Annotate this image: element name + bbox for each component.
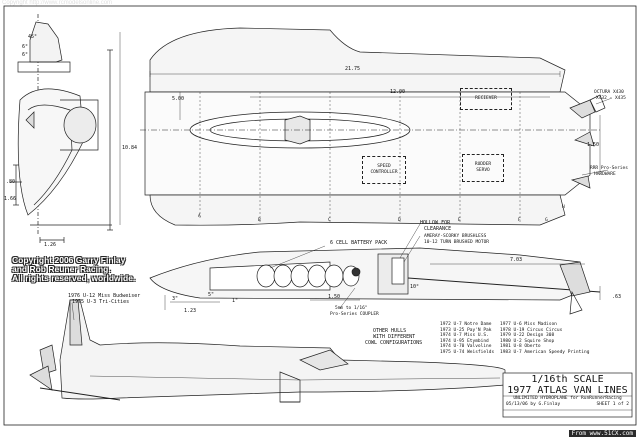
motor-label-2: 10-12 TURN BRUSHED MOTOR — [424, 240, 490, 245]
title-name: 1977 ATLAS VAN LINES — [507, 385, 628, 396]
station-c: C — [328, 218, 331, 223]
front-view — [10, 14, 113, 243]
footer-site-label: From www.51CX.com — [568, 430, 636, 437]
speed-controller-label-1: SPEED — [377, 164, 391, 169]
dim-label-5in: 5" — [208, 292, 215, 298]
top-view — [119, 27, 613, 226]
station-a: A — [198, 214, 201, 219]
hull-list-right: 1977 U-6 Miss Madison 1978 U-19 Circus C… — [500, 322, 589, 355]
dim-label-63: .63 — [612, 294, 622, 300]
rudder-servo-label-2: SERVO — [476, 168, 490, 173]
dim-label-height: 10.84 — [122, 145, 138, 151]
battery-label: 6 CELL BATTERY PACK — [330, 240, 388, 246]
dim-label-length: 21.75 — [345, 66, 361, 72]
station-e: E — [458, 218, 461, 223]
hull-list-item: 1980 U-2 Squire Shop — [500, 338, 555, 344]
dim-label-123: 1.23 — [184, 308, 197, 314]
station-f: F — [518, 218, 521, 223]
dim-label-150: 1.50 — [328, 294, 341, 300]
hull-list-item: 1979 U-22 Design 308 — [500, 333, 555, 338]
station-g: G — [545, 218, 548, 223]
hull-list-item: 1978 U-19 Circus Circus — [500, 327, 563, 333]
dim-label-small: 1.50 — [587, 142, 600, 148]
angle-label-6a: 6° — [22, 44, 29, 50]
title-block-frame — [502, 372, 633, 418]
copyright-line-1: Copyright 2006 Garry Finlay — [12, 255, 126, 265]
angle-label-6b: 6° — [22, 52, 29, 58]
motor-label-1: AMERAY-SCORKY BRUSHLESS — [424, 234, 487, 239]
watermark-url: Copyright http://www.rcmodelsonline.com — [2, 0, 113, 6]
coupler-label-2: Pro-Series COUPLER — [330, 312, 379, 317]
coupler-label-1: 5mm to 1/16" — [335, 306, 368, 311]
dim-label-width: 5.00 — [172, 96, 185, 102]
dim-label-126: 1.26 — [44, 242, 57, 248]
reciever-box: RECIEVER — [460, 88, 512, 110]
title-block: 1/16th SCALE 1977 ATLAS VAN LINES UNLIMI… — [503, 373, 632, 417]
dim-label-inner: 12.00 — [390, 89, 406, 95]
octura-label-1: OCTURA X430 — [594, 90, 624, 95]
dim-label-80: .80 — [6, 179, 16, 185]
hull-list-item: 1974 U-95 Etymbind — [440, 338, 489, 344]
rudder-servo-box: RUDDER SERVO — [462, 154, 504, 182]
reciever-label: RECIEVER — [475, 96, 497, 101]
other-hulls-1: OTHER HULLS — [373, 328, 407, 334]
title-footer-row: 05/13/06 by G.Finlay SHEET 1 of 2 — [503, 402, 632, 408]
dim-label-166: 1.66 — [4, 196, 17, 202]
copyright-line-2: and Rob Reuner Racing. — [12, 264, 111, 274]
rrr-label-2: HARDWARE — [594, 172, 616, 177]
angle-label-10: 10° — [410, 284, 420, 290]
title-sheet: SHEET 1 of 2 — [596, 402, 629, 407]
speed-controller-box: SPEED CONTROLLER — [362, 156, 406, 184]
dim-label-3in: 3" — [172, 296, 179, 302]
station-d: D — [398, 218, 401, 223]
hull-list-item: 1981 U-8 Oberto — [500, 344, 541, 349]
variant-line-1: 1976 U-12 Miss Budweiser — [68, 293, 141, 299]
title-scale: 1/16th SCALE — [531, 374, 604, 385]
variant-line-2: 1975 U-3 Tri-Cities — [72, 299, 130, 305]
other-hulls-3: COWL CONFIGURATIONS — [365, 340, 423, 346]
speed-controller-label-2: CONTROLLER — [370, 170, 398, 175]
battery-cells — [256, 264, 360, 288]
angle-label-45: 45° — [28, 34, 38, 40]
dim-label-1in: 1" — [232, 298, 239, 304]
hull-list-left: 1972 U-7 Notre Dame 1973 U-25 Pay'N Pak … — [440, 322, 494, 355]
hull-list-item: 1975 U-74 Weisfields — [440, 349, 495, 355]
title-subtitle: UNLIMITED HYDROPLANE for RunRunnerRacing — [513, 396, 622, 401]
octura-label-2: X432 - X435 — [596, 96, 626, 101]
side-view — [149, 223, 601, 315]
hull-list-item: 1974 U-7 Miss U.S. — [440, 333, 489, 338]
copyright-line-3: All rights reserved, worldwide. — [12, 273, 136, 283]
hull-list-item: 1983 U-7 American Speedy Printing — [500, 349, 590, 355]
hull-list-item: 1977 U-6 Miss Madison — [500, 322, 557, 327]
station-b: B — [258, 218, 261, 223]
station-h: H — [562, 205, 565, 210]
hull-list-item: 1972 U-7 Notre Dame — [440, 322, 492, 327]
bottom-profile-view — [29, 299, 506, 403]
hull-list-item: 1974 U-70 Valvoline — [440, 344, 492, 349]
hull-list-item: 1973 U-25 Pay'N Pak — [440, 327, 492, 333]
title-date: 05/13/06 by G.Finlay — [506, 402, 561, 407]
dim-label-703: 7.03 — [510, 257, 523, 263]
rrr-label-1: RRR Pro-Series — [590, 166, 628, 171]
rudder-servo-label-1: RUDDER — [474, 162, 492, 167]
hollow-label-1: HOLLOW FOR — [420, 220, 451, 226]
copyright-notice: Copyright 2006 Garry Finlay and Rob Reun… — [12, 256, 135, 283]
hollow-label-2: CLEARANCE — [424, 226, 452, 232]
other-hulls-2: WITH DIFFERENT — [373, 334, 416, 340]
